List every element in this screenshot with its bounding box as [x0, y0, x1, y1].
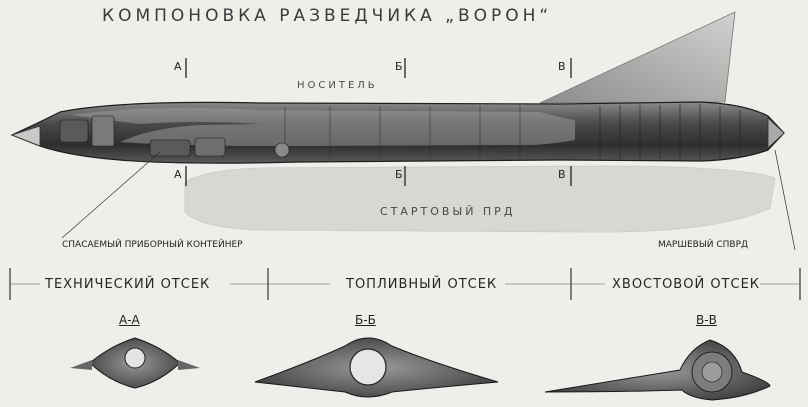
section-v-v — [544, 339, 771, 401]
cut-letter-v-bottom: В — [558, 168, 566, 181]
tail-fin — [539, 11, 736, 104]
nose-equipment — [59, 115, 290, 158]
cut-letter-v-top: В — [558, 60, 566, 73]
booster-label: СТАРТОВЫЙ ПРД — [380, 205, 516, 218]
compartment-fuel: ТОПЛИВНЫЙ ОТСЕК — [346, 277, 498, 292]
leader-lines — [61, 149, 796, 251]
cut-letter-a-bottom: А — [174, 168, 182, 181]
section-title-a-a: А-А — [119, 313, 140, 327]
cut-letter-a-top: А — [174, 60, 182, 73]
cut-lines — [185, 58, 572, 186]
carrier-label: НОСИТЕЛЬ — [297, 80, 378, 91]
cut-letter-b-bottom: Б — [395, 168, 403, 181]
cut-letter-b-top: Б — [395, 60, 403, 73]
section-title-v-v: В-В — [696, 313, 717, 327]
booster-shape — [184, 165, 776, 233]
section-a-a — [70, 337, 200, 389]
nose-cone — [10, 125, 41, 147]
compartment-technical: ТЕХНИЧЕСКИЙ ОТСЕК — [45, 277, 211, 292]
page-title: КОМПОНОВКА РАЗВЕДЧИКА „ВОРОН“ — [102, 6, 553, 26]
air-duct — [70, 107, 575, 146]
engine-callout: МАРШЕВЫЙ СПВРД — [658, 240, 749, 250]
engine-ribs — [599, 104, 741, 160]
section-b-b — [254, 337, 499, 398]
compartment-tail: ХВОСТОВОЙ ОТСЕК — [612, 277, 761, 292]
container-callout: СПАСАЕМЫЙ ПРИБОРНЫЙ КОНТЕЙНЕР — [62, 240, 243, 250]
section-title-b-b: Б-Б — [355, 313, 376, 327]
tail-cone — [767, 117, 785, 149]
